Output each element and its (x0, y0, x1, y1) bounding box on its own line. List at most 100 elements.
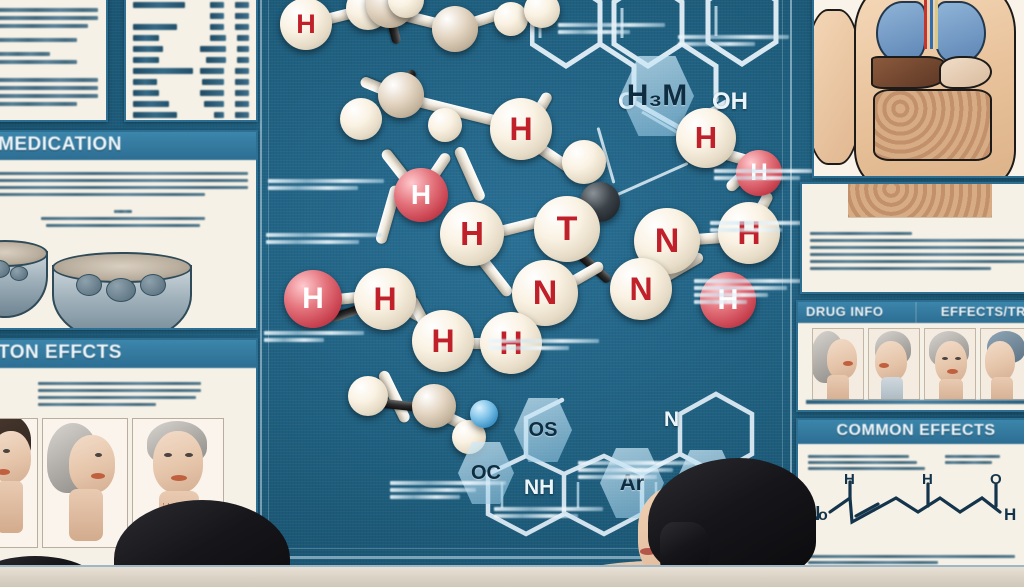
text-line (0, 102, 77, 106)
atom-unlabeled (388, 0, 424, 18)
text-line (0, 94, 98, 98)
text-line (45, 224, 201, 227)
caption-label (114, 210, 132, 213)
callout-hex-right (714, 166, 830, 183)
callout-text-line (678, 35, 790, 39)
callout-text-line (266, 233, 382, 237)
atom-label: H (296, 8, 316, 39)
atom-h: H (394, 168, 448, 222)
table-cell-label (133, 112, 177, 118)
right-text-panel (800, 182, 1024, 294)
table-cell-value (235, 13, 249, 19)
text-line (0, 52, 51, 56)
table-cell-value (200, 68, 224, 74)
side-effects-header: TON EFFCTS (0, 340, 256, 368)
table-cell-label (133, 2, 185, 8)
table-cell-value (200, 46, 226, 52)
atom-h: H (676, 108, 736, 168)
table-cell-value (237, 35, 249, 41)
atom-h: H (440, 202, 504, 266)
callout-text-line (268, 179, 384, 183)
atom-label: H (460, 215, 484, 252)
lung-right (935, 1, 986, 64)
callout-text-line (710, 221, 815, 225)
formula-label-h1: H (844, 472, 855, 488)
formula-label-o2: O (990, 472, 1002, 488)
table-cell-value (210, 35, 226, 41)
callout-text-line (494, 507, 604, 511)
callout-text-line (266, 240, 359, 244)
atom-unlabeled (494, 2, 528, 36)
text-line (38, 396, 197, 399)
table-row (133, 2, 249, 8)
board-shelf (0, 565, 1024, 587)
table-cell-value (210, 24, 224, 30)
callout-mid-left (266, 230, 382, 247)
callout-text-line (578, 468, 674, 472)
stomach (939, 55, 993, 89)
atom-label: H (410, 179, 432, 210)
portrait-3 (924, 328, 976, 400)
formula-label-h3: H (1004, 505, 1016, 524)
bond (452, 145, 487, 203)
callout-text-line (558, 30, 630, 34)
callout-text-line (694, 279, 810, 283)
text-line (944, 461, 993, 464)
bond (448, 338, 504, 349)
atom-label: N (654, 221, 680, 260)
lung-left (875, 1, 927, 64)
face-illustration-2 (42, 418, 128, 548)
table-row (133, 101, 249, 107)
callout-text-line (390, 495, 460, 499)
callout-text-line (694, 293, 769, 297)
callout-right-deep (694, 276, 810, 307)
medication-header: MEDICATION (0, 132, 256, 160)
atom-unlabeled (470, 400, 498, 428)
text-line (0, 86, 98, 90)
text-line (808, 455, 910, 458)
formula-label-o: o (818, 507, 828, 524)
atom-unlabeled (428, 108, 462, 142)
atom-h: H (490, 98, 552, 160)
table-cell-value (237, 46, 249, 52)
anatomy-overlap (848, 184, 993, 218)
formula-label-h2: H (922, 472, 933, 488)
table-row (133, 112, 249, 118)
text-line (0, 16, 98, 20)
bowl-illustration-right (52, 252, 192, 328)
table-row (133, 57, 249, 63)
vessel-vein (929, 0, 933, 49)
skeletal-formula: N o H H O H (806, 472, 1016, 525)
table-body (126, 0, 256, 118)
text-line (38, 382, 201, 385)
callout-text-line (494, 514, 578, 518)
callout-text-line (268, 186, 359, 190)
anatomy-illustration-panel (812, 0, 1024, 178)
face-illustration-1 (0, 418, 38, 548)
callout-text-line (488, 339, 600, 343)
table-cell-value (235, 90, 249, 96)
atom-label: N (532, 273, 558, 312)
common-effects-header: COMMON EFFECTS (798, 420, 1024, 444)
text-line (944, 455, 1001, 458)
text-line (808, 561, 938, 564)
text-line (808, 467, 925, 470)
text-line (810, 260, 1024, 263)
text-line (38, 389, 201, 392)
callout-text-line (578, 461, 694, 465)
text-line (0, 172, 248, 175)
panel-footer-rule (806, 400, 1024, 404)
atom-h: H (354, 268, 416, 330)
atom-n: N (634, 208, 700, 274)
medication-section-panel: MEDICATION (0, 130, 258, 330)
text-line (808, 555, 1016, 558)
portrait-2 (868, 328, 920, 400)
text-line (810, 246, 1024, 249)
portrait-1 (812, 328, 864, 400)
atom-label: T (556, 209, 578, 248)
text-line (0, 8, 98, 12)
text-line (0, 78, 98, 82)
hex-badge-os: OS (514, 398, 572, 462)
chem-label-n-b: N (664, 408, 680, 431)
callout-upper-right (558, 20, 674, 37)
